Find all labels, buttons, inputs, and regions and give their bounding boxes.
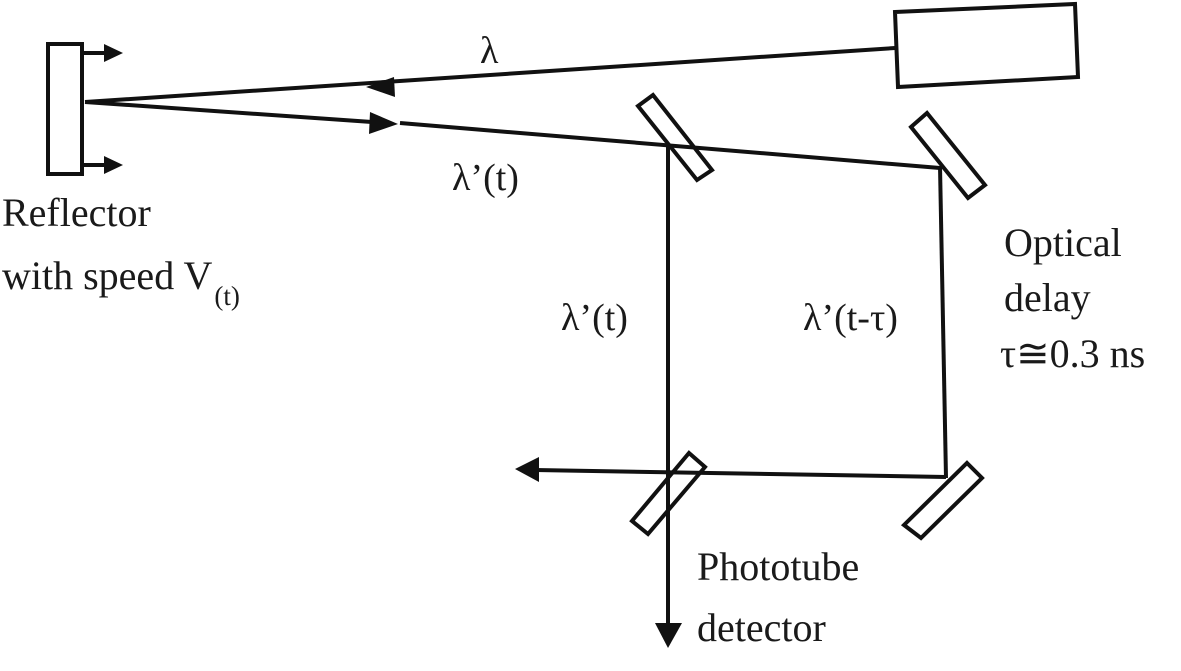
velocity-arrow-top-head (104, 44, 123, 62)
reflector-speed-text: with speed V (2, 253, 212, 298)
reflector-label-line1: Reflector (2, 190, 151, 235)
detector-label-line2: detector (697, 605, 826, 650)
direct-arm-label: λ’(t) (561, 297, 628, 339)
delayed-arm-label: λ’(t-τ) (803, 297, 898, 339)
delay-mirror-bottom (900, 460, 985, 541)
incident-beam-arrowhead (366, 77, 395, 97)
incident-wavelength-label: λ (480, 30, 499, 72)
beam-splitter-1 (635, 92, 715, 183)
reflected-beam-arrowhead (369, 112, 398, 134)
optical-delay-label-line1: Optical (1004, 220, 1122, 265)
delayed-arm-beam (938, 165, 948, 479)
optical-delay-value: τ≅0.3 ns (1000, 331, 1145, 376)
laser-source (892, 1, 1081, 90)
reflector-label-line2: with speed V(t) (2, 253, 240, 311)
recombined-beam-arrowhead (515, 457, 539, 482)
optical-delay-label-line2: delay (1004, 275, 1091, 320)
reflector-speed-subscript: (t) (214, 281, 239, 311)
reflected-wavelength-label: λ’(t) (452, 157, 519, 199)
beam-splitter-2 (629, 450, 708, 537)
velocity-arrow-bottom-head (104, 156, 123, 174)
detector-label-line1: Phototube (697, 544, 859, 589)
incident-beam (84, 46, 896, 104)
detector-arrowhead (655, 623, 682, 648)
delay-mirror-top (908, 110, 988, 201)
reflector (46, 42, 84, 176)
recombined-beam (534, 468, 947, 479)
reflected-beam (84, 100, 373, 124)
